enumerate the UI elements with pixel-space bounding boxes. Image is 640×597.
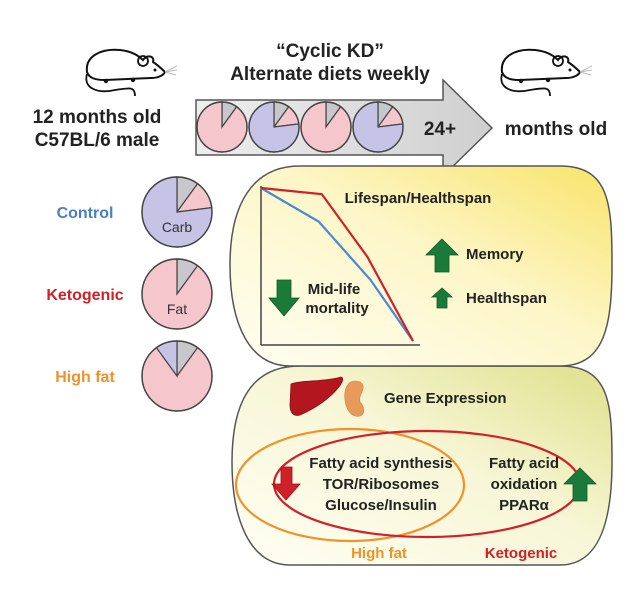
cycle-pies <box>196 101 404 153</box>
gene-expression-title: Gene Expression <box>384 390 507 407</box>
cycle-pie-2-control <box>248 101 300 153</box>
pie-outline <box>196 101 248 153</box>
memory-label: Memory <box>466 246 524 263</box>
liver-icon <box>289 376 344 416</box>
end-age-suffix: months old <box>505 119 607 140</box>
alternate-diets-subtitle: Alternate diets weekly <box>230 64 430 85</box>
healthspan-up-arrow <box>430 287 454 309</box>
cycle-pie-4-control <box>352 101 404 153</box>
diet-pie-control <box>141 176 213 248</box>
upregulated-line1: Fatty acid <box>489 455 559 472</box>
diet-label-highfat: High fat <box>55 369 115 386</box>
mortality-label-line1: Mid-life <box>308 281 361 298</box>
mortality-down-arrow <box>268 279 300 317</box>
highfat-ellipse <box>234 427 466 543</box>
diet-pies <box>141 176 213 412</box>
pie-outline <box>352 101 404 153</box>
cycle-pie-1-ketogenic <box>196 101 248 153</box>
kidney-icon <box>344 380 365 417</box>
start-age-label: 12 months old <box>33 107 162 128</box>
upregulated-line2: oxidation <box>491 476 558 493</box>
diet-pie-highfat <box>141 340 213 412</box>
lifespan-panel <box>229 165 613 367</box>
venn-label-ketogenic: Ketogenic <box>485 545 558 562</box>
memory-up-arrow <box>425 238 459 273</box>
diet-label-ketogenic: Ketogenic <box>46 287 123 304</box>
gene-expression-panel <box>231 365 613 566</box>
pie-label-fat: Fat <box>167 301 187 317</box>
pie-outline <box>300 101 352 153</box>
gene-down-arrow <box>271 466 301 501</box>
diet-label-control: Control <box>57 205 114 222</box>
pie-outline <box>141 176 213 248</box>
lifespan-title: Lifespan/Healthspan <box>345 190 492 207</box>
downregulated-line2: TOR/Ribosomes <box>323 476 439 493</box>
pie-outline <box>141 258 213 330</box>
survival-curve-control <box>260 187 414 342</box>
cycle-pie-3-ketogenic <box>300 101 352 153</box>
survival-plot <box>260 186 420 346</box>
downregulated-line3: Glucose/Insulin <box>325 497 437 514</box>
survival-curve-ketogenic <box>260 186 414 342</box>
end-age-prefix: 24+ <box>424 119 456 140</box>
gene-up-arrow <box>563 467 597 502</box>
venn-label-highfat: High fat <box>351 545 407 562</box>
pie-outline <box>141 340 213 412</box>
downregulated-line1: Fatty acid synthesis <box>309 455 452 472</box>
mortality-label-line2: mortality <box>305 300 369 317</box>
diet-pie-ketogenic <box>141 258 213 330</box>
upregulated-line3: PPARα <box>499 497 550 514</box>
strain-label: C57BL/6 male <box>35 130 160 151</box>
cyclic-kd-title: “Cyclic KD” <box>276 41 384 62</box>
pie-outline <box>248 101 300 153</box>
healthspan-label: Healthspan <box>466 290 547 307</box>
pie-label-carb: Carb <box>162 219 193 235</box>
mouse-icon-young <box>85 48 178 97</box>
mouse-icon-old <box>500 48 593 97</box>
